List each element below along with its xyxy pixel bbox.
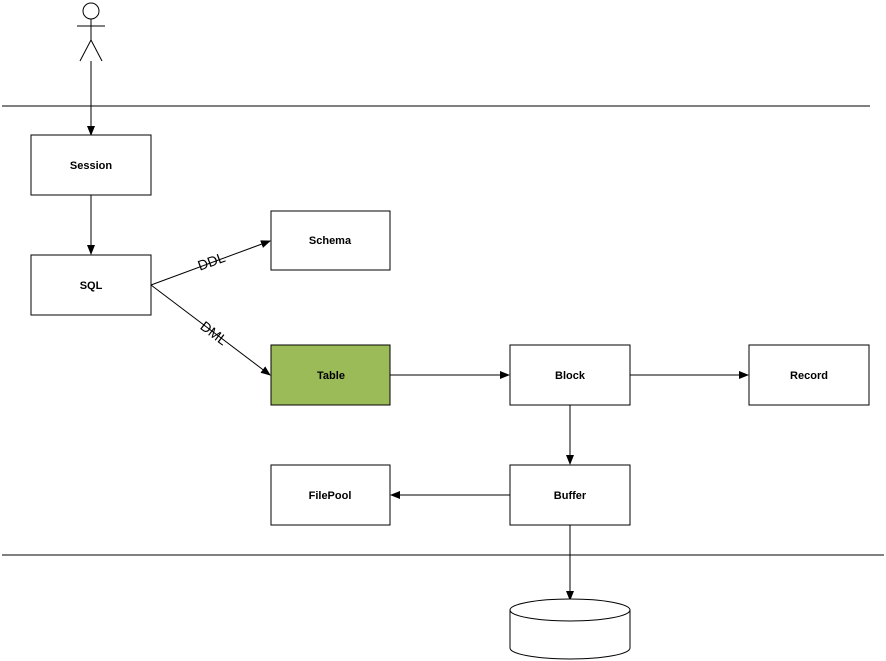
node-filepool-label: FilePool [309,490,352,502]
node-table: Table [270,344,391,406]
node-table-label: Table [317,370,345,382]
node-schema: Schema [270,210,391,271]
node-buffer: Buffer [509,464,631,526]
edge-sql-to-table [150,284,271,376]
node-record: Record [748,344,870,406]
edge-label-ddl: DDL [195,249,227,274]
edge-label-dml: DML [197,318,230,349]
node-sql-label: SQL [80,280,103,292]
node-sql: SQL [30,254,152,316]
node-block-label: Block [555,370,586,382]
node-schema-label: Schema [309,235,352,247]
actor-icon [77,2,105,62]
node-record-label: Record [790,370,828,382]
edge-sql-to-schema [150,240,271,286]
node-buffer-label: Buffer [554,490,587,502]
node-session: Session [30,134,152,196]
node-session-label: Session [70,160,112,172]
database-cylinder-icon [509,598,631,660]
node-block: Block [509,344,631,406]
node-filepool: FilePool [270,464,391,526]
